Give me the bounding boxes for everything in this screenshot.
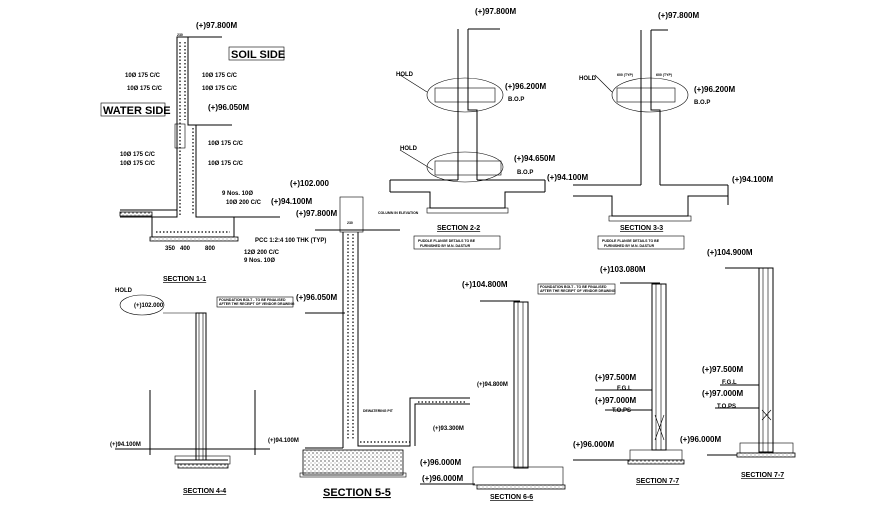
dimension-label: 230 bbox=[177, 33, 183, 37]
dimension-label: 230 bbox=[347, 221, 353, 225]
elevation-label: (+)104.900M bbox=[707, 248, 753, 257]
elevation-label: (+)104.800M bbox=[462, 280, 508, 289]
section-title: SECTION 3-3 bbox=[620, 225, 663, 232]
note-label: 9 Nos. 10Ø bbox=[244, 258, 275, 264]
elevation-label: (+)96.000M bbox=[680, 435, 721, 444]
dimension-label: 800 bbox=[205, 246, 216, 252]
elevation-label: (+)93.300M bbox=[433, 426, 464, 432]
elevation-label: (+)96.050M bbox=[296, 293, 337, 302]
rebar-label: 10Ø 175 C/C bbox=[208, 161, 244, 167]
section-1-1: SOIL SIDE WATER SIDE (+)97.800M (+)96.05… bbox=[100, 21, 326, 283]
dimension-label: 600 (TYP) bbox=[617, 73, 633, 77]
section-5-5: (+)102.000 (+)97.800M (+)96.050M (+)94.1… bbox=[268, 179, 508, 499]
elevation-label: (+)94.650M bbox=[514, 154, 555, 163]
note-box bbox=[413, 235, 501, 250]
bop-label: B.O.P bbox=[508, 97, 524, 103]
bop-label: B.O.P bbox=[517, 170, 533, 176]
note-label: 9 Nos. 10Ø bbox=[222, 191, 253, 197]
note-label: AFTER THE RECEIPT OF VENDOR DRAWING bbox=[540, 289, 616, 293]
elevation-label: (+)97.800M bbox=[296, 209, 337, 218]
elevation-label: (+)97.800M bbox=[196, 21, 237, 30]
note-label: FURNISHED BY M.N. DASTUR bbox=[420, 244, 471, 248]
section-2-2: (+)97.800M HOLD HOLD (+)96.200M B.O.P (+… bbox=[389, 7, 588, 250]
elevation-label: (+)97.000M bbox=[595, 396, 636, 405]
bop-label: B.O.P bbox=[694, 100, 710, 106]
hold-label: HOLD bbox=[579, 76, 597, 82]
section-title: SECTION 6-6 bbox=[490, 494, 533, 501]
elevation-label: (+)102.000 bbox=[290, 179, 329, 188]
note-label: DEWATERING PIT bbox=[363, 409, 394, 413]
note-label: PUDDLE FLANGE DETAILS TO BE bbox=[418, 239, 476, 243]
tops-label: T.O.PS bbox=[717, 404, 736, 410]
rebar-label: 10Ø 175 C/C bbox=[120, 161, 156, 167]
elevation-label: (+)96.000M bbox=[573, 440, 614, 449]
section-title: SECTION 7-7 bbox=[636, 478, 679, 485]
section-title: SECTION 2-2 bbox=[437, 225, 480, 232]
dimension-label: 600 (TYP) bbox=[656, 73, 672, 77]
elevation-label: (+)96.200M bbox=[694, 85, 735, 94]
dimension-label: 350 bbox=[165, 246, 176, 252]
note-label: PCC 1:2:4 100 THK (TYP) bbox=[255, 238, 326, 244]
fgl-label: F.G.L bbox=[722, 380, 737, 386]
elevation-label: (+)97.500M bbox=[702, 365, 743, 374]
note-label: 10Ø 200 C/C bbox=[226, 200, 262, 206]
note-label: AFTER THE RECEIPT OF VENDOR DRAWING bbox=[219, 302, 295, 306]
elevation-label: (+)97.500M bbox=[595, 373, 636, 382]
note-label: FOUNDATION BOLT - TO BE FINALISED bbox=[219, 298, 286, 302]
soil-side-label: SOIL SIDE bbox=[231, 49, 285, 61]
elevation-label: (+)97.800M bbox=[658, 11, 699, 20]
section-6-6: (+)104.800M (+)96.000M FOUNDATION BOLT -… bbox=[420, 280, 616, 501]
elevation-label: (+)94.100M bbox=[547, 173, 588, 182]
elevation-label: (+)94.800M bbox=[477, 382, 508, 388]
elevation-label: (+)94.100M bbox=[268, 438, 299, 444]
note-label: 12Ø 200 C/C bbox=[244, 250, 280, 256]
elevation-label: (+)97.800M bbox=[475, 7, 516, 16]
fgl-label: F.G.L bbox=[617, 386, 632, 392]
tops-label: T.O.PS bbox=[612, 408, 631, 414]
dimension-label: 400 bbox=[180, 246, 191, 252]
section-3-3: (+)97.800M HOLD 600 (TYP) 600 (TYP) (+)9… bbox=[573, 11, 773, 250]
elevation-label: (+)96.000M bbox=[420, 458, 461, 467]
rebar-label: 10Ø 175 C/C bbox=[202, 86, 238, 92]
note-box bbox=[597, 235, 685, 250]
rebar-label: 10Ø 175 C/C bbox=[125, 73, 161, 79]
elevation-label: (+)102.000 bbox=[134, 303, 164, 309]
elevation-label: (+)96.200M bbox=[505, 82, 546, 91]
water-side-label: WATER SIDE bbox=[103, 105, 171, 117]
hold-label: HOLD bbox=[115, 288, 133, 294]
elevation-label: (+)94.100M bbox=[732, 175, 773, 184]
elevation-label: (+)94.100M bbox=[110, 442, 141, 448]
elevation-label: (+)97.000M bbox=[702, 389, 743, 398]
rebar-label: 10Ø 175 C/C bbox=[208, 141, 244, 147]
rebar-label: 10Ø 175 C/C bbox=[127, 86, 163, 92]
elevation-label: (+)96.000M bbox=[422, 474, 463, 483]
elevation-label: (+)94.100M bbox=[271, 197, 312, 206]
rebar-label: 10Ø 175 C/C bbox=[202, 73, 238, 79]
section-title: SECTION 4-4 bbox=[183, 488, 226, 495]
section-7-7-a: (+)103.080M (+)97.500M F.G.L (+)97.000M … bbox=[573, 265, 685, 485]
hold-label: HOLD bbox=[396, 72, 414, 78]
elevation-label: (+)96.050M bbox=[208, 103, 249, 112]
section-4-4: HOLD (+)102.000 (+)94.100M FOUNDATION BO… bbox=[110, 288, 295, 495]
note-label: FOUNDATION BOLT - TO BE FINALISED bbox=[540, 285, 607, 289]
hold-label: HOLD bbox=[400, 146, 418, 152]
note-label: PUDDLE FLANGE DETAILS TO BE bbox=[602, 239, 660, 243]
note-label: FURNISHED BY M.N. DASTUR bbox=[604, 244, 655, 248]
section-title: SECTION 7-7 bbox=[741, 472, 784, 479]
rebar-label: 10Ø 175 C/C bbox=[120, 152, 156, 158]
elevation-label: (+)103.080M bbox=[600, 265, 646, 274]
note-label: COLUMN IN ELEVATION bbox=[378, 211, 419, 215]
section-title: SECTION 5-5 bbox=[323, 487, 391, 499]
section-title: SECTION 1-1 bbox=[163, 276, 206, 283]
section-7-7-b: (+)104.900M (+)97.500M F.G.L (+)97.000M … bbox=[680, 248, 796, 479]
